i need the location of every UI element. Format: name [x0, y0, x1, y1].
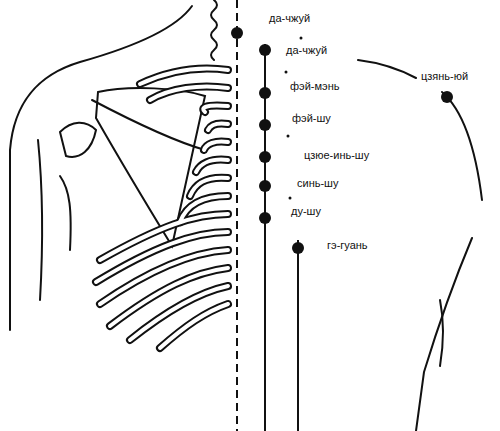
point-label: цзюе-инь-шу [303, 149, 370, 162]
point-label: да-чжуй [268, 12, 311, 25]
point-label: фэй-шу [291, 112, 332, 125]
point-label: гэ-гуань [326, 239, 369, 252]
point-label: фэй-мэнь [289, 80, 340, 93]
point-label: да-чжуй [285, 44, 328, 57]
point-label: синь-шу [296, 177, 339, 190]
point-label: цзянь-юй [420, 70, 469, 83]
point-label: ду-шу [290, 205, 322, 218]
